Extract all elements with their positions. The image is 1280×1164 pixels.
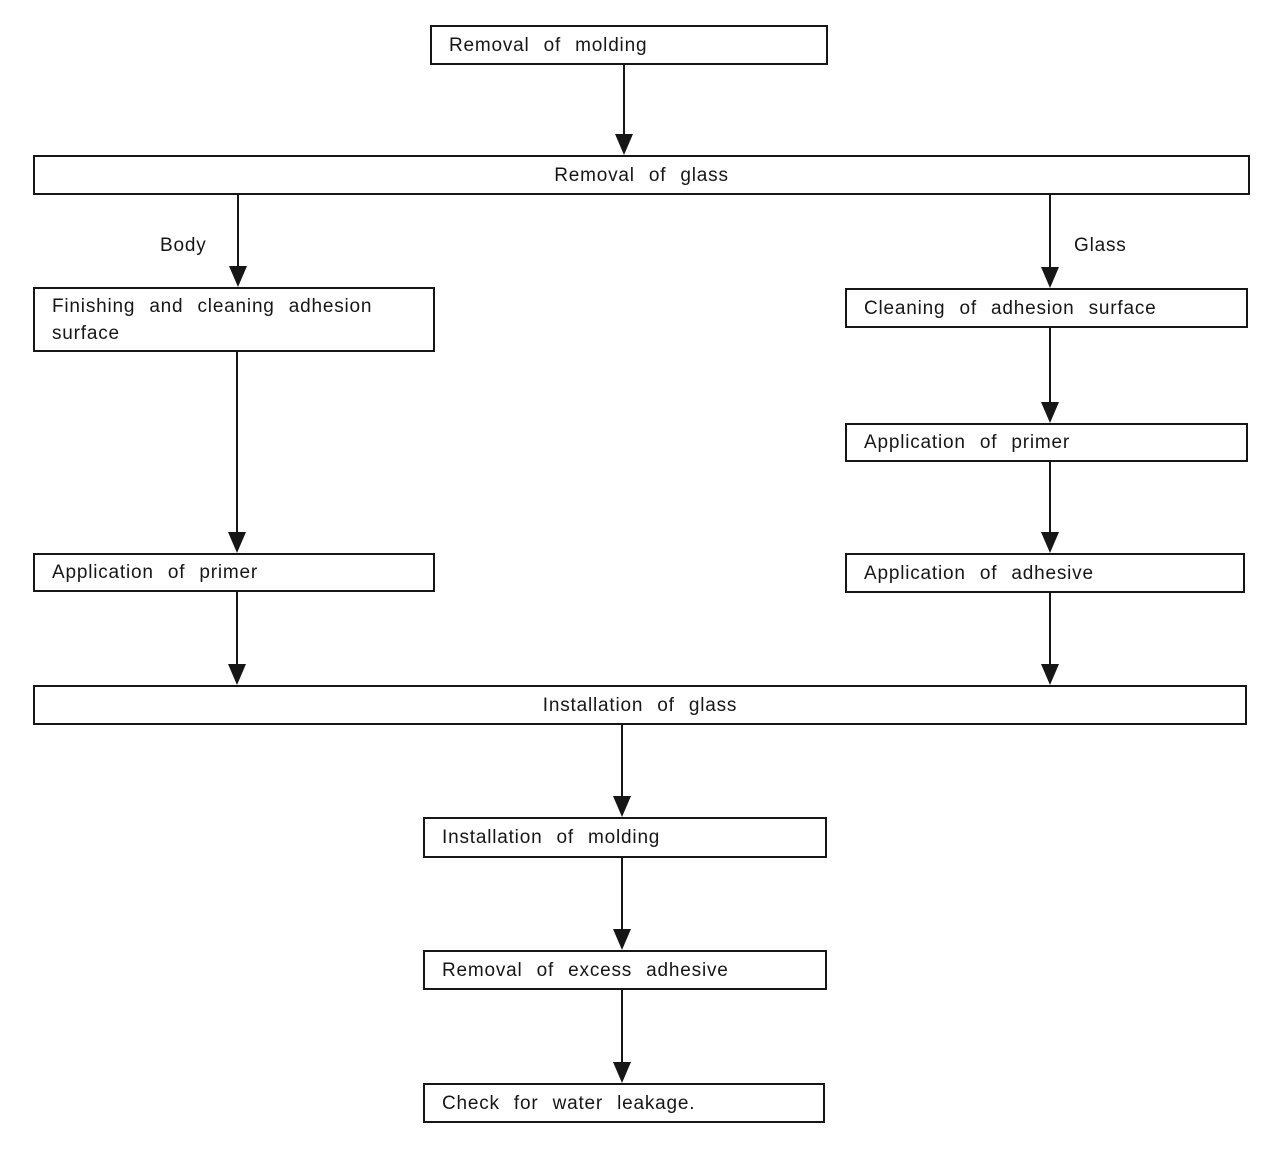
node-label: Installation of glass <box>542 694 738 716</box>
arrowhead-down-icon <box>228 532 246 553</box>
arrowhead-down-icon <box>613 1062 631 1083</box>
node-label: Application of primer <box>52 562 258 583</box>
arrow-removal-glass-to-cleaning-adhesion <box>1040 195 1060 288</box>
node-label: Application of primer <box>864 432 1070 453</box>
arrow-shaft <box>237 195 239 266</box>
arrow-finishing-cleaning-to-application-primer <box>227 352 247 553</box>
arrowhead-down-icon <box>1041 267 1059 288</box>
arrow-shaft <box>1049 328 1051 402</box>
arrow-removal-excess-adhesive-to-check-water-leakage <box>612 990 632 1083</box>
branch-label-body: Body <box>160 235 207 256</box>
node-installation-of-glass: Installation of glass <box>33 685 1247 725</box>
node-removal-of-glass: Removal of glass <box>33 155 1250 195</box>
arrowhead-down-icon <box>229 266 247 287</box>
node-check-for-water-leakage: Check for water leakage. <box>423 1083 825 1123</box>
arrow-application-primer-body-to-installation-glass <box>227 592 247 685</box>
node-installation-of-molding: Installation of molding <box>423 817 827 858</box>
node-removal-of-excess-adhesive: Removal of excess adhesive <box>423 950 827 990</box>
node-label: Application of adhesive <box>864 562 1094 584</box>
node-label: Removal of excess adhesive <box>442 959 729 981</box>
branch-label-glass: Glass <box>1074 235 1127 256</box>
arrow-shaft <box>236 352 238 532</box>
arrow-shaft <box>1049 462 1051 532</box>
node-label: Installation of molding <box>442 827 661 848</box>
arrow-shaft <box>623 65 625 134</box>
node-label: Removal of glass <box>554 164 729 186</box>
arrowhead-down-icon <box>613 929 631 950</box>
arrow-application-adhesive-to-installation-glass <box>1040 593 1060 685</box>
arrow-shaft <box>621 858 623 929</box>
arrow-shaft <box>236 592 238 664</box>
arrow-installation-glass-to-installation-molding <box>612 725 632 817</box>
arrow-application-primer-glass-to-application-adhesive <box>1040 462 1060 553</box>
arrowhead-down-icon <box>228 664 246 685</box>
arrow-shaft <box>1049 195 1051 267</box>
arrow-shaft <box>621 725 623 796</box>
node-label: Finishing and cleaning adhesion surface <box>52 295 373 344</box>
arrow-cleaning-adhesion-to-application-primer <box>1040 328 1060 423</box>
arrowhead-down-icon <box>1041 532 1059 553</box>
node-application-of-primer-glass: Application of primer <box>845 423 1248 462</box>
arrow-installation-molding-to-removal-excess-adhesive <box>612 858 632 950</box>
arrow-removal-molding-to-removal-glass <box>614 65 634 155</box>
arrow-removal-glass-to-finishing-cleaning <box>228 195 248 287</box>
node-label: Check for water leakage. <box>442 1092 696 1114</box>
node-cleaning-of-adhesion-surface: Cleaning of adhesion surface <box>845 288 1248 328</box>
arrowhead-down-icon <box>615 134 633 155</box>
arrow-shaft <box>621 990 623 1062</box>
node-label: Cleaning of adhesion surface <box>864 297 1157 319</box>
arrowhead-down-icon <box>1041 664 1059 685</box>
node-label: Removal of molding <box>449 34 648 56</box>
arrowhead-down-icon <box>613 796 631 817</box>
node-removal-of-molding: Removal of molding <box>430 25 828 65</box>
node-application-of-adhesive: Application of adhesive <box>845 553 1245 593</box>
arrow-shaft <box>1049 593 1051 664</box>
node-finishing-and-cleaning-adhesion-surface: Finishing and cleaning adhesion surface <box>33 287 435 352</box>
arrowhead-down-icon <box>1041 402 1059 423</box>
node-application-of-primer-body: Application of primer <box>33 553 435 592</box>
